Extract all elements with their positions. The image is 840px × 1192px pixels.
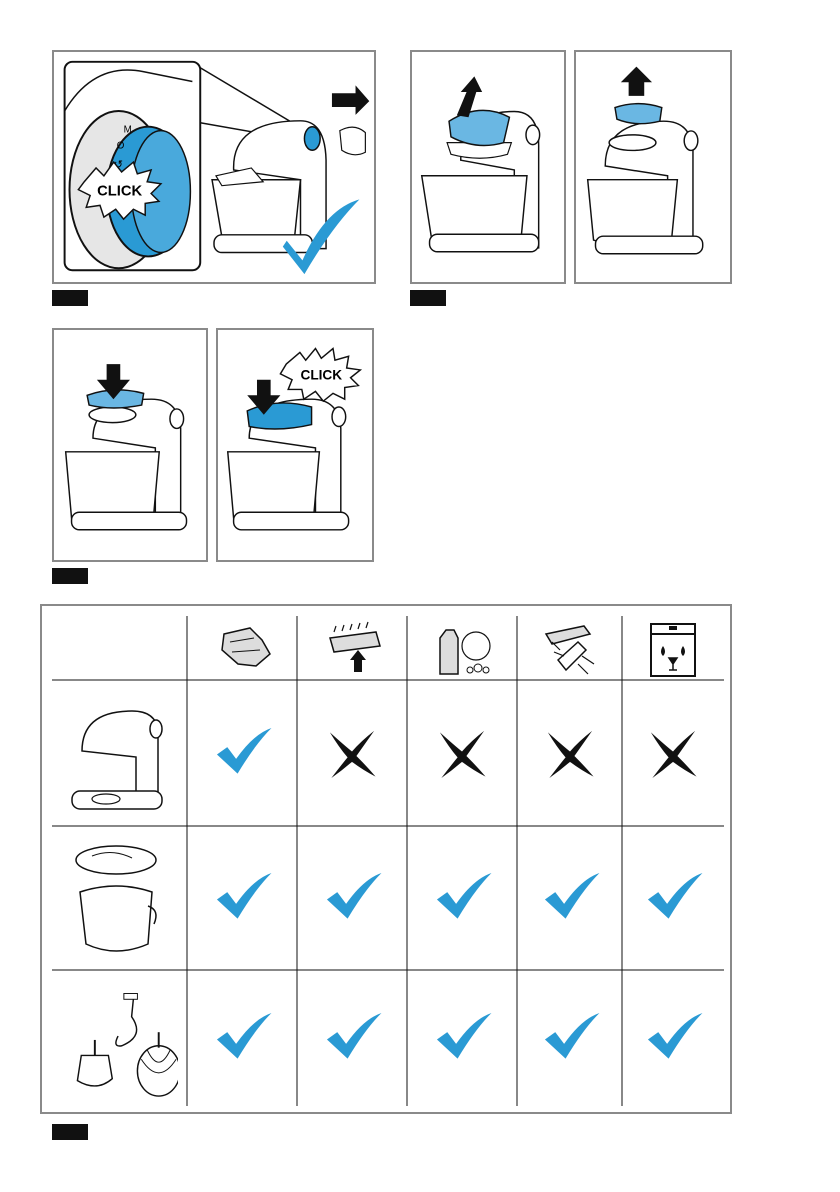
damp-cloth-icon [210,620,274,680]
check-icon [432,1010,492,1066]
mixer-dial-illustration: M O ↺ CLICK [54,52,374,282]
mixer-lid-click-illustration: CLICK [218,330,372,560]
step-1-panel: M O ↺ CLICK [52,50,376,284]
dial-mark-o: O [117,140,125,151]
arrow-right-icon [332,85,369,114]
mixer-lid-removed-illustration [576,52,730,282]
cross-icon [322,725,382,781]
dishwasher-icon [641,620,705,680]
cross-icon [540,725,600,781]
check-icon [540,870,600,926]
dial-mark-m: M [124,125,132,136]
abrasive-sponge-icon [320,620,384,680]
base-unit-icon [62,688,178,818]
step-3a-panel [52,328,208,562]
step-1-marker [52,290,88,306]
arrow-up-icon [621,67,652,96]
tools-icon [62,978,178,1098]
check-icon [322,870,382,926]
cross-icon [643,725,703,781]
step-4-marker [52,1124,88,1140]
check-icon [212,1010,272,1066]
check-icon [322,1010,382,1066]
check-icon [212,870,272,926]
check-icon [212,725,272,781]
bowl-and-lid-icon [62,834,178,962]
detergent-icon [430,620,494,680]
cleaning-table [40,604,732,1114]
cross-icon [432,725,492,781]
step-2b-panel [574,50,732,284]
step-3-marker [52,568,88,584]
step-2a-panel [410,50,566,284]
check-icon [540,1010,600,1066]
mixer-lid-place-illustration [54,330,206,560]
click-label: CLICK [97,184,142,200]
click-label: CLICK [300,368,342,383]
step-2-marker [410,290,446,306]
check-icon [432,870,492,926]
check-icon [643,870,703,926]
check-icon [643,1010,703,1066]
cleaning-grid [52,616,724,1106]
scouring-brush-icon [538,620,602,680]
mixer-lid-lift-illustration [412,52,564,282]
step-3b-panel: CLICK [216,328,374,562]
